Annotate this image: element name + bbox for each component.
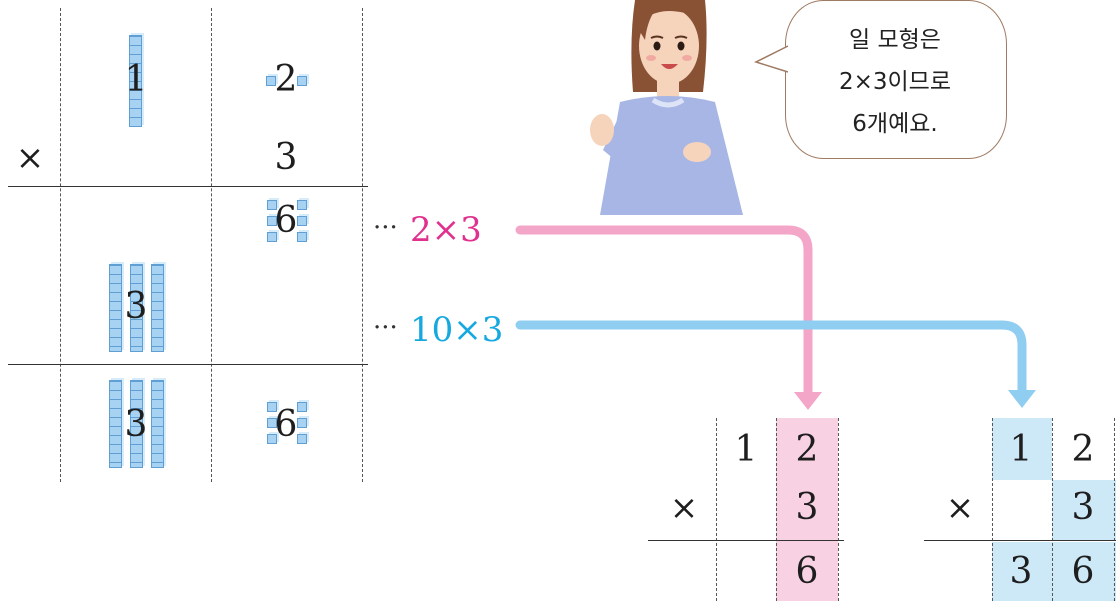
- unit-block: [297, 434, 307, 444]
- table-divider-left: [60, 8, 61, 482]
- ellipsis-ones: ···: [373, 213, 398, 243]
- partial-product-ones: 6: [274, 200, 298, 241]
- unit-block: [297, 418, 307, 428]
- ones-calc-row2-ones: 3: [795, 487, 819, 528]
- unit-block: [297, 402, 307, 412]
- table-rule-bottom: [8, 364, 368, 365]
- unit-block: [266, 76, 276, 86]
- tens-calc-result-tens: 3: [1009, 551, 1033, 592]
- ten-rod-block: [109, 264, 122, 352]
- ones-calc-result-ones: 6: [795, 551, 819, 592]
- ones-calc-row1-tens: 1: [734, 429, 758, 470]
- tens-calc-multiply-sign: ×: [945, 488, 975, 528]
- ones-calc-rule: [648, 540, 844, 541]
- unit-block: [297, 200, 307, 210]
- ones-calc-multiply-sign: ×: [669, 488, 699, 528]
- tens-calc-divider: [1114, 418, 1115, 601]
- tens-calc-rule: [924, 540, 1116, 541]
- ones-calc-divider: [716, 418, 717, 601]
- unit-block: [267, 434, 277, 444]
- result-tens: 3: [124, 404, 148, 445]
- ten-rod-block: [130, 380, 143, 468]
- tens-calc-divider: [992, 418, 993, 601]
- table-rule-top: [8, 186, 368, 187]
- table-divider-middle: [211, 8, 212, 482]
- unit-block: [297, 216, 307, 226]
- unit-block: [267, 200, 277, 210]
- multiplicand-tens: 1: [124, 59, 148, 100]
- speech-bubble-line-1: 일 모형은: [849, 27, 941, 53]
- tens-arrow-head: [1008, 390, 1036, 408]
- unit-block: [267, 402, 277, 412]
- ones-arrow-head: [794, 392, 822, 410]
- unit-block: [297, 76, 307, 86]
- multiply-sign: ×: [15, 138, 45, 178]
- tens-product-label: 10×3: [410, 310, 504, 350]
- tens-highlight-result: [992, 542, 1116, 601]
- tens-calc-row1-tens: 1: [1009, 429, 1033, 470]
- tens-arrow: [515, 320, 1027, 397]
- unit-block: [297, 232, 307, 242]
- partial-product-tens: 3: [124, 286, 148, 327]
- speech-bubble-line-2: 2×3이므로: [838, 69, 952, 95]
- ones-calc-divider: [838, 418, 839, 601]
- speech-bubble-line-3: 6개예요.: [852, 111, 938, 137]
- ellipsis-tens: ···: [373, 313, 398, 343]
- unit-block: [267, 418, 277, 428]
- ones-calc-divider: [776, 418, 777, 601]
- teacher-illustration: [590, 0, 743, 215]
- tens-calc-result-ones: 6: [1071, 551, 1095, 592]
- multiplier-ones: 3: [274, 137, 298, 178]
- speech-bubble: [785, 0, 1007, 159]
- ones-product-label: 2×3: [410, 210, 482, 250]
- ten-rod-block: [151, 380, 164, 468]
- speech-bubble-tail: [754, 43, 792, 75]
- result-ones: 6: [274, 404, 298, 445]
- ten-rod-block: [109, 380, 122, 468]
- multiplicand-ones: 2: [274, 59, 298, 100]
- table-divider-right: [362, 8, 363, 482]
- unit-block: [267, 232, 277, 242]
- ten-rod-block: [129, 35, 142, 127]
- tens-calc-row1-ones: 2: [1071, 429, 1095, 470]
- ones-calc-row1-ones: 2: [795, 429, 819, 470]
- tens-highlight-multiplicand: [992, 418, 1052, 480]
- tens-highlight-multiplier: [1052, 480, 1116, 540]
- ten-rod-block: [130, 264, 143, 352]
- unit-block: [267, 216, 277, 226]
- ones-arrow: [515, 225, 813, 400]
- ten-rod-block: [151, 264, 164, 352]
- tens-calc-divider: [1052, 418, 1053, 601]
- ones-column-highlight: [776, 418, 838, 601]
- tens-calc-row2-ones: 3: [1071, 487, 1095, 528]
